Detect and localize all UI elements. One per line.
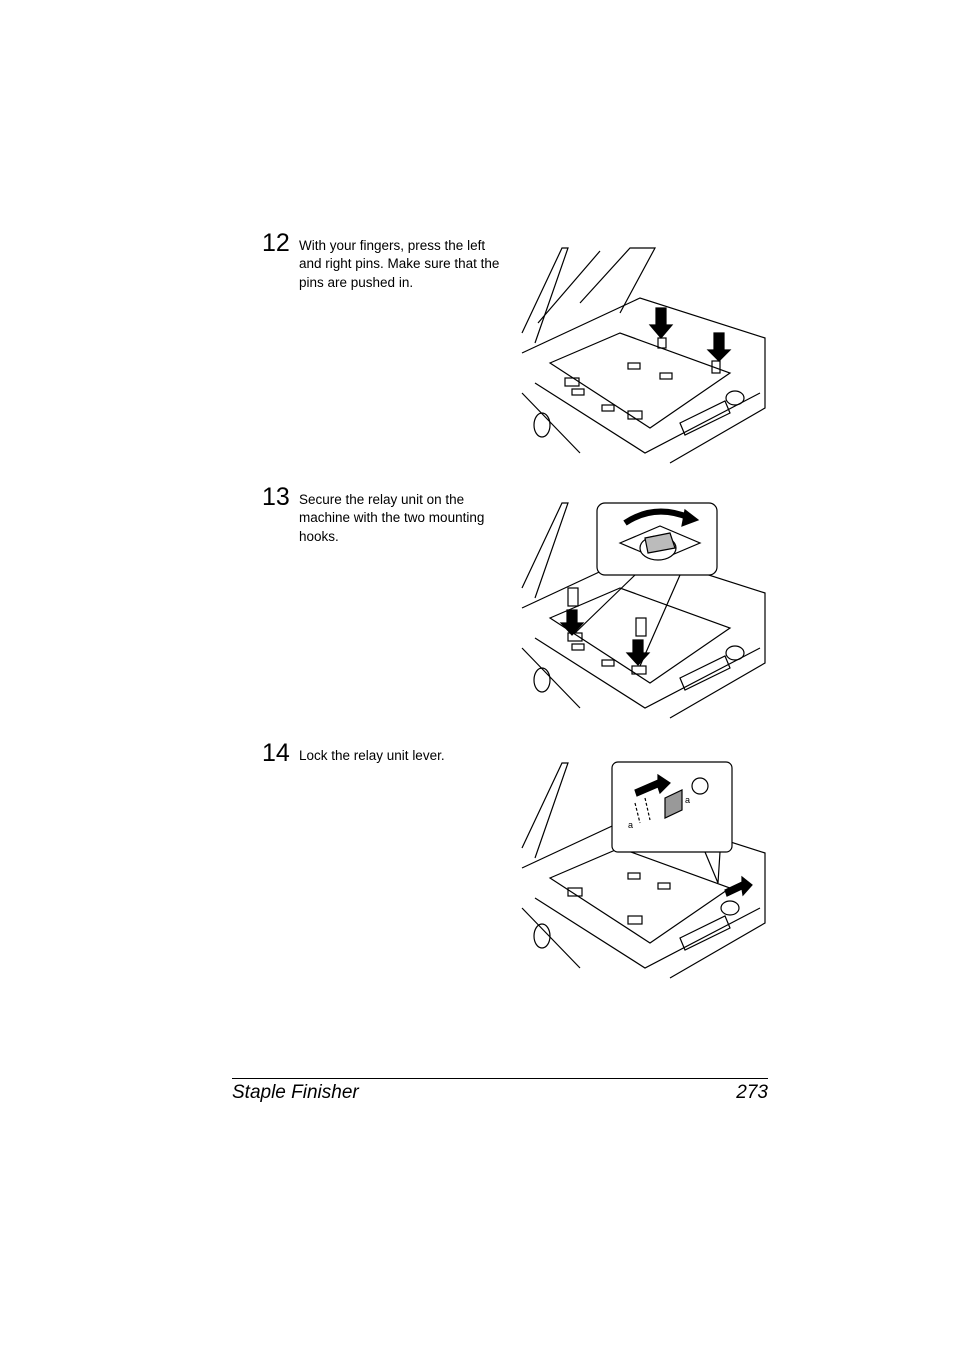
step-number: 12 bbox=[262, 229, 290, 257]
step-text: Secure the relay unit on the machine wit… bbox=[299, 492, 485, 544]
illustration-mounting-hooks bbox=[520, 498, 770, 723]
step-number: 13 bbox=[262, 483, 290, 511]
step-text: Lock the relay unit lever. bbox=[299, 748, 445, 763]
footer-rule bbox=[232, 1078, 768, 1079]
step-number: 14 bbox=[262, 739, 290, 767]
label-a: a bbox=[685, 795, 690, 805]
illustration-press-pins bbox=[520, 243, 770, 468]
page-number: 273 bbox=[736, 1082, 768, 1103]
illustration-lock-lever: a a bbox=[520, 758, 770, 983]
label-a: a bbox=[628, 820, 633, 830]
step-text: With your fingers, press the left and ri… bbox=[299, 238, 500, 290]
footer-title: Staple Finisher bbox=[232, 1082, 359, 1103]
